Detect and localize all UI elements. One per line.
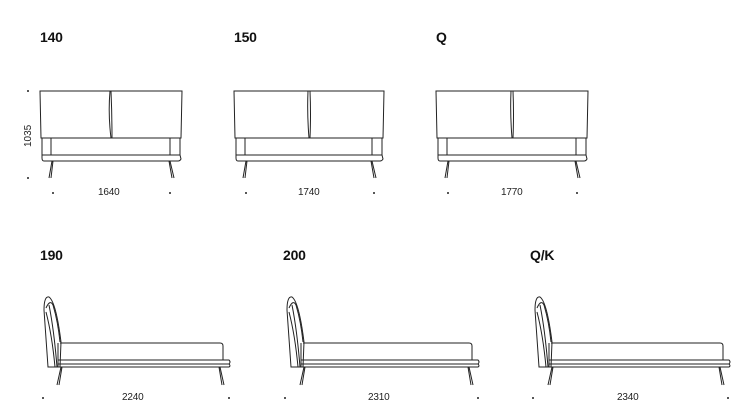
- dim-marker: [42, 397, 44, 399]
- dim-marker: [727, 397, 729, 399]
- dim-marker: [284, 397, 286, 399]
- size-label-140: 140: [40, 29, 63, 45]
- side-view-200: [286, 296, 480, 386]
- dimension-width-1640: 1640: [98, 187, 120, 198]
- dimension-length-2240: 2240: [122, 392, 144, 403]
- dimension-width-1770: 1770: [501, 187, 523, 198]
- size-label-150: 150: [234, 29, 257, 45]
- dim-marker: [228, 397, 230, 399]
- size-label-200: 200: [283, 247, 306, 263]
- dimension-length-2310: 2310: [368, 392, 390, 403]
- front-view-q: [435, 90, 589, 179]
- size-label-190: 190: [40, 247, 63, 263]
- dim-marker: [576, 192, 578, 194]
- dim-marker: [27, 177, 29, 179]
- dim-marker: [245, 192, 247, 194]
- dimension-length-2340: 2340: [617, 392, 639, 403]
- dim-marker: [447, 192, 449, 194]
- front-view-150: [233, 90, 385, 179]
- side-view-190: [43, 296, 231, 386]
- dimension-height-1035: 1035: [23, 124, 34, 147]
- dim-marker: [52, 192, 54, 194]
- size-label-q: Q: [436, 29, 447, 45]
- side-view-qk: [534, 296, 731, 386]
- dim-marker: [373, 192, 375, 194]
- dim-marker: [532, 397, 534, 399]
- dim-marker: [477, 397, 479, 399]
- dimension-width-1740: 1740: [298, 187, 320, 198]
- size-label-qk: Q/K: [530, 247, 555, 263]
- dim-marker: [169, 192, 171, 194]
- front-view-140: [39, 90, 183, 179]
- dim-marker: [27, 90, 29, 92]
